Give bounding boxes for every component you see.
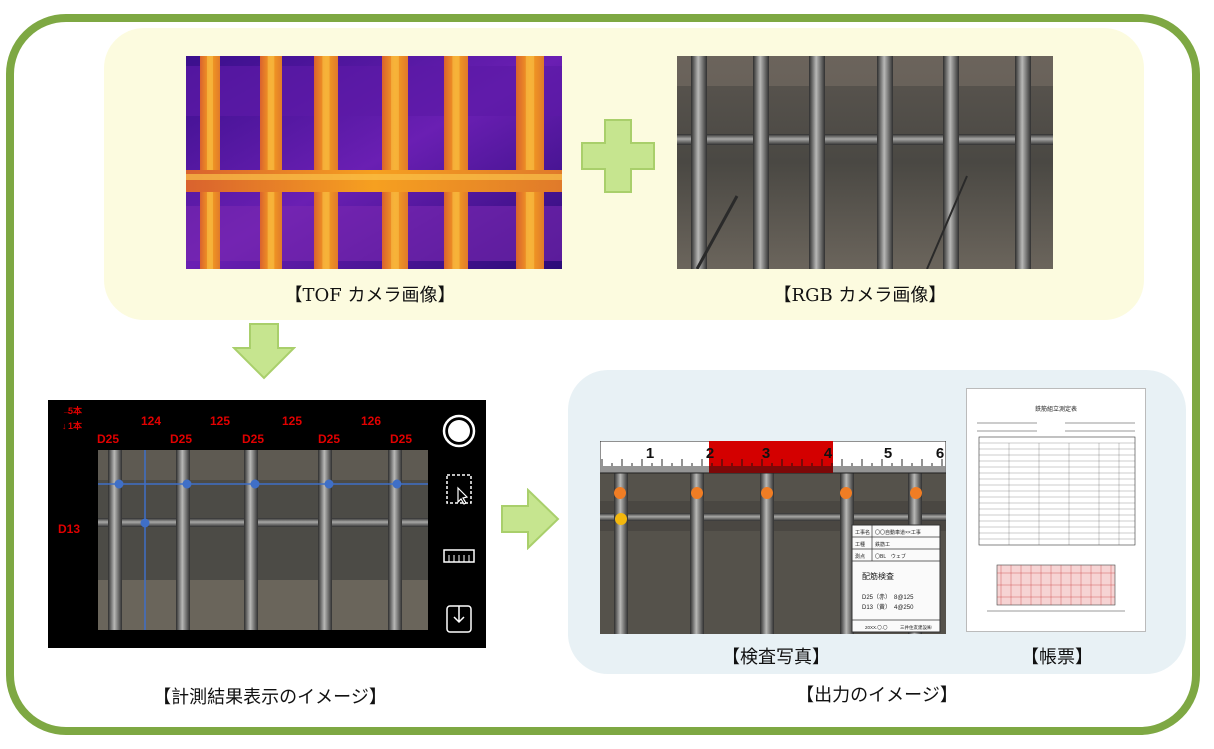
report-title: 鉄筋組立測定表 <box>1035 405 1077 413</box>
board-title: 配筋検査 <box>862 571 894 581</box>
tof-bar-highlight <box>207 56 213 269</box>
rebar <box>691 56 707 269</box>
svg-text:↓: ↓ <box>62 421 67 431</box>
legend-1: 1本 <box>68 420 83 431</box>
board-key-1: 工種 <box>855 541 865 548</box>
tof-bar-highlight <box>525 56 535 269</box>
bar-label: D25 <box>242 432 264 446</box>
tof-heatmap <box>186 56 562 269</box>
select-cursor-icon[interactable] <box>446 474 472 505</box>
report-section-drawing <box>987 564 1125 612</box>
shutter-button[interactable] <box>442 414 476 448</box>
board-footer-left: 20XX.〇.〇 <box>865 625 888 630</box>
measure-point <box>392 479 402 489</box>
rebar <box>108 450 122 630</box>
ruler-icon[interactable] <box>443 549 475 563</box>
rebar <box>176 450 190 630</box>
measurement-caption: 【計測結果表示のイメージ】 <box>153 687 387 708</box>
tof-bar-highlight <box>452 56 460 269</box>
down-arrow-icon <box>232 323 296 380</box>
board-key-0: 工事名 <box>855 529 870 536</box>
measurement-screen-svg: 124 125 125 126 D25 D25 D25 D25 D25 → 5本 ↓ 1本 D… <box>58 405 476 633</box>
spacing-dot <box>840 487 852 499</box>
measure-point <box>182 479 192 489</box>
measurement-result-screen: 124 125 125 126 D25 D25 D25 D25 D25 → 5本 ↓ 1本 D… <box>48 400 486 648</box>
rgb-camera-image <box>677 56 1053 269</box>
rebar <box>244 450 258 630</box>
report-caption: 【帳票】 <box>1021 647 1093 668</box>
rebar <box>318 450 332 630</box>
right-arrow-icon <box>501 488 560 550</box>
spacing-label: 124 <box>141 414 161 428</box>
inspection-board: 工事名 〇〇自動車道××工事 工種 鉄筋工 測点 〇BL ウェブ 配筋検査 D2… <box>851 524 941 633</box>
bar-label: D25 <box>97 432 119 446</box>
board-value-0: 〇〇自動車道××工事 <box>875 529 921 536</box>
report-document: 鉄筋組立測定表 <box>966 388 1146 632</box>
board-footer-right: 三井住友建設㈱ <box>900 624 932 631</box>
ruler-number: 4 <box>824 445 833 462</box>
tof-camera-image <box>186 56 562 269</box>
inspection-photo: 1 2 3 4 5 6 工事名 〇〇自動車道××工事 工種 鉄筋工 測点 〇BL ウェブ … <box>600 441 946 634</box>
board-line-1: D13（黄） 4@250 <box>862 603 914 611</box>
inspection-photo-svg: 1 2 3 4 5 6 工事名 〇〇自動車道××工事 工種 鉄筋工 測点 〇BL ウェブ … <box>600 441 946 634</box>
spacing-dot <box>910 487 922 499</box>
legend-5: 5本 <box>68 405 83 416</box>
rgb-caption: 【RGB カメラ画像】 <box>773 285 947 306</box>
board-value-2: 〇BL ウェブ <box>875 553 906 560</box>
spacing-label: 125 <box>282 414 302 428</box>
spacing-label: 126 <box>361 414 381 428</box>
ruler-number: 6 <box>936 445 944 462</box>
rebar <box>809 56 825 269</box>
rgb-rebar-photo <box>677 56 1053 269</box>
measure-point <box>114 479 124 489</box>
spacing-dot <box>614 487 626 499</box>
tof-bar-highlight <box>322 56 330 269</box>
bar-label: D25 <box>318 432 340 446</box>
spacing-label: 125 <box>210 414 230 428</box>
spacing-dot <box>615 513 627 525</box>
ruler-number: 3 <box>762 445 770 462</box>
rebar <box>760 473 774 634</box>
plus-icon <box>581 119 655 193</box>
svg-text:→: → <box>62 406 71 416</box>
rebar <box>877 56 893 269</box>
board-line-0: D25（赤） 8@125 <box>862 594 914 601</box>
board-key-2: 測点 <box>855 553 865 560</box>
ruler-number: 1 <box>646 445 654 462</box>
spacing-dot <box>691 487 703 499</box>
measure-point <box>140 518 150 528</box>
report-svg: 鉄筋組立測定表 <box>977 405 1136 612</box>
rebar <box>840 473 854 634</box>
measure-point <box>250 479 260 489</box>
save-download-icon[interactable] <box>446 605 472 633</box>
rebar <box>690 473 704 634</box>
ruler-number: 5 <box>884 445 892 462</box>
rebar <box>388 450 402 630</box>
tof-caption: 【TOF カメラ画像】 <box>284 285 456 306</box>
output-caption: 【出力のイメージ】 <box>796 685 958 706</box>
rebar <box>753 56 769 269</box>
tof-bar-highlight <box>391 56 399 269</box>
bar-label: D25 <box>390 432 412 446</box>
measure-point <box>324 479 334 489</box>
bar-label: D25 <box>170 432 192 446</box>
rebar <box>943 56 959 269</box>
spacing-dot <box>761 487 773 499</box>
inspection-caption: 【検査写真】 <box>722 647 830 668</box>
rebar <box>1015 56 1031 269</box>
board-value-1: 鉄筋工 <box>875 541 890 548</box>
ruler-number: 2 <box>706 445 714 462</box>
tof-bar-highlight <box>267 56 275 269</box>
side-label-d13: D13 <box>58 522 80 536</box>
rebar <box>614 473 628 634</box>
